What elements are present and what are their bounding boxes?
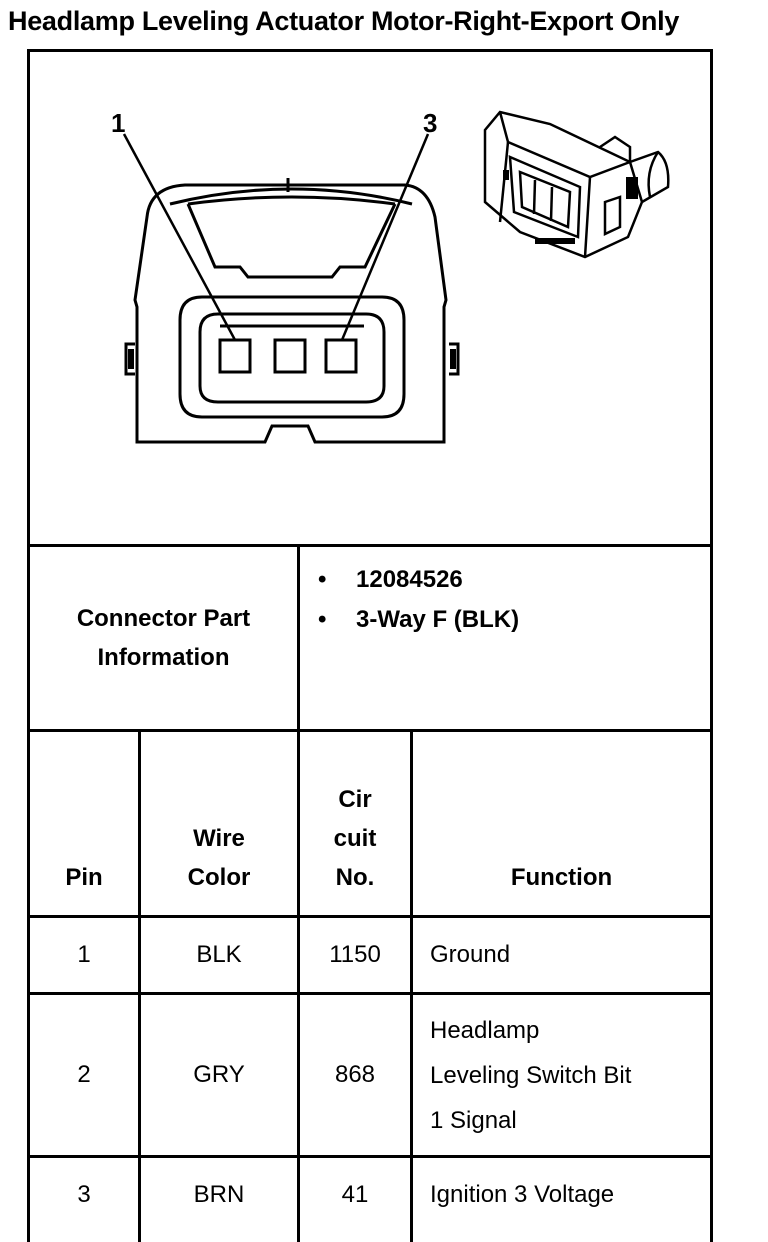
list-item: • 12084526 <box>300 560 710 600</box>
col-divider-1 <box>138 731 141 1242</box>
connector-3d-icon <box>483 110 670 259</box>
col-divider-3 <box>410 731 413 1242</box>
bullet-icon: • <box>318 606 327 633</box>
table-row-2-wire: GRY <box>193 1061 245 1088</box>
bullet-icon: • <box>318 566 327 593</box>
row-divider-header <box>27 915 713 918</box>
table-row-3-pin: 3 <box>77 1181 91 1208</box>
connector-type: 3-Way F (BLK) <box>356 606 520 633</box>
header-wire-color: Wire Color <box>187 825 251 891</box>
table-row-1-circuit: 1150 <box>329 941 381 968</box>
divider-info <box>297 544 300 731</box>
row-divider-2 <box>27 1155 713 1158</box>
col-divider-2 <box>297 731 300 1242</box>
table-row-1-pin: 1 <box>77 941 91 968</box>
connector-info-label: Connector Part Information <box>76 605 251 671</box>
table-row-3-function: Ignition 3 Voltage <box>430 1181 615 1208</box>
table-row-1-wire: BLK <box>196 941 242 968</box>
table-row-2-function: Headlamp Leveling Switch Bit 1 Signal <box>430 1016 632 1134</box>
divider-info-bottom <box>27 729 713 732</box>
table-row-2-circuit: 868 <box>334 1061 376 1088</box>
divider-diagram <box>27 544 713 547</box>
connector-info-list: • 12084526 • 3-Way F (BLK) <box>300 560 710 640</box>
header-function: Function <box>510 864 613 891</box>
part-number: 12084526 <box>356 566 463 593</box>
list-item: • 3-Way F (BLK) <box>300 600 710 640</box>
connector-diagram: 1 3 <box>111 108 670 444</box>
frame-right <box>710 49 713 1242</box>
frame-left <box>27 49 30 1242</box>
table-row-2-pin: 2 <box>77 1061 91 1088</box>
pin-label-1: 1 <box>111 108 125 138</box>
frame-top <box>27 49 713 52</box>
table-row-3-wire: BRN <box>193 1181 245 1208</box>
table-row-1-function: Ground <box>430 941 511 968</box>
pin-label-3: 3 <box>423 108 437 138</box>
page-title: Headlamp Leveling Actuator Motor-Right-E… <box>8 6 680 36</box>
row-divider-1 <box>27 992 713 995</box>
table-row-3-circuit: 41 <box>341 1181 369 1208</box>
header-pin: Pin <box>65 864 103 891</box>
header-circuit: Cir cuit No. <box>333 786 377 891</box>
